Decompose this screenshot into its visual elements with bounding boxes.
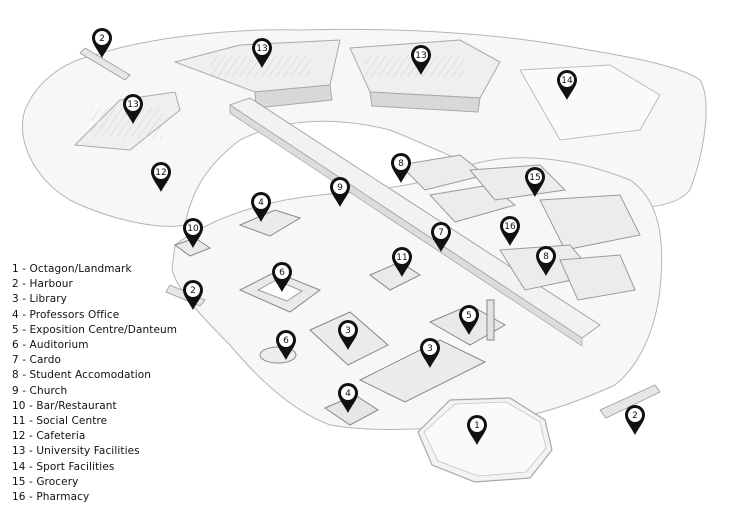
cardo-side xyxy=(229,104,583,347)
legend-item: 9 - Church xyxy=(12,384,68,397)
harbour-pier-north xyxy=(79,47,131,81)
map-pin-icon[interactable]: 4 xyxy=(338,383,358,413)
legend-item: 12 - Cafeteria xyxy=(12,430,86,443)
legend-item: 3 - Library xyxy=(12,293,67,306)
legend-item: 5 - Exposition Centre/Danteum xyxy=(12,323,178,336)
map-legend: 1 - Octagon/Landmark 2 - Harbour 3 - Libra… xyxy=(12,262,177,505)
pin-label: 8 xyxy=(543,252,549,262)
pin-label: 13 xyxy=(127,100,138,110)
map-pin-icon[interactable]: 14 xyxy=(557,70,577,100)
library-east xyxy=(358,339,487,403)
accommodation-block-f xyxy=(559,254,636,301)
pin-label: 2 xyxy=(632,411,638,421)
map-pin-icon[interactable]: 8 xyxy=(536,246,556,276)
facility-wall-north-east xyxy=(369,91,481,113)
legend-item: 10 - Bar/Restaurant xyxy=(12,399,117,412)
map-pin-icon[interactable]: 6 xyxy=(272,262,292,292)
legend-item: 11 - Social Centre xyxy=(12,415,108,428)
map-pin-icon[interactable]: 4 xyxy=(251,192,271,222)
legend-item: 2 - Harbour xyxy=(12,278,73,291)
legend-item: 13 - University Facilities xyxy=(12,445,140,458)
map-pin-icon[interactable]: 1 xyxy=(467,415,487,445)
map-pin-icon[interactable]: 16 xyxy=(500,216,520,246)
sport-field xyxy=(519,64,661,141)
legend-item: 1 - Octagon/Landmark xyxy=(12,263,132,275)
pin-label: 2 xyxy=(99,34,105,44)
church-tower xyxy=(486,299,495,341)
map-pin-icon[interactable]: 2 xyxy=(92,28,112,58)
map-pin-icon[interactable]: 13 xyxy=(123,94,143,124)
pin-label: 2 xyxy=(190,286,196,296)
map-pin-icon[interactable]: 6 xyxy=(276,330,296,360)
map-pin-icon[interactable]: 12 xyxy=(151,162,171,192)
map-pin-icon[interactable]: 13 xyxy=(252,38,272,68)
accommodation-block-d xyxy=(539,194,641,251)
legend-item: 7 - Cardo xyxy=(12,354,62,367)
map-pin-icon[interactable]: 2 xyxy=(625,405,645,435)
legend-item: 8 - Student Accomodation xyxy=(12,369,152,382)
map-pin-icon[interactable]: 2 xyxy=(183,280,203,310)
legend-item: 6 - Auditorium xyxy=(12,339,89,352)
legend-item: 14 - Sport Facilities xyxy=(12,460,115,473)
facility-seating-nw xyxy=(210,55,310,77)
harbour-pier-east xyxy=(599,384,661,419)
map-pin-icon[interactable]: 8 xyxy=(391,153,411,183)
map-pin-icon[interactable]: 3 xyxy=(338,320,358,350)
pin-label: 13 xyxy=(256,44,267,54)
pin-label: 15 xyxy=(529,173,540,183)
pin-label: 4 xyxy=(345,389,351,399)
pin-label: 11 xyxy=(396,253,407,263)
pin-label: 10 xyxy=(187,224,199,234)
pin-label: 6 xyxy=(283,336,289,346)
map-pin-icon[interactable]: 5 xyxy=(459,305,479,335)
pin-label: 9 xyxy=(337,183,343,193)
legend-item: 4 - Professors Office xyxy=(12,308,120,321)
map-pin-icon[interactable]: 11 xyxy=(392,247,412,277)
social-centre xyxy=(369,261,422,291)
octagon-top xyxy=(423,401,547,477)
map-pin-icon[interactable]: 13 xyxy=(411,45,431,75)
pin-label: 3 xyxy=(427,344,433,354)
facility-seating-ne xyxy=(365,55,465,77)
pin-label: 8 xyxy=(398,159,404,169)
map-pin-icon[interactable]: 9 xyxy=(330,177,350,207)
pin-label: 1 xyxy=(474,421,480,431)
pin-label: 12 xyxy=(155,168,166,178)
pin-label: 3 xyxy=(345,326,351,336)
map-pin-icon[interactable]: 3 xyxy=(420,338,440,368)
map-pin-icon[interactable]: 10 xyxy=(183,218,203,248)
pin-label: 16 xyxy=(504,222,516,232)
pin-label: 5 xyxy=(466,311,472,321)
map-pin-icon[interactable]: 7 xyxy=(431,222,451,252)
map-pin-icon[interactable]: 15 xyxy=(525,167,545,197)
pin-label: 14 xyxy=(561,76,573,86)
legend-item: 15 - Grocery xyxy=(12,475,79,488)
legend-item: 16 - Pharmacy xyxy=(12,491,90,504)
pin-label: 6 xyxy=(279,268,285,278)
pin-label: 13 xyxy=(415,51,426,61)
pin-label: 7 xyxy=(438,228,444,238)
pin-label: 4 xyxy=(258,198,264,208)
auditorium-court xyxy=(256,279,304,302)
